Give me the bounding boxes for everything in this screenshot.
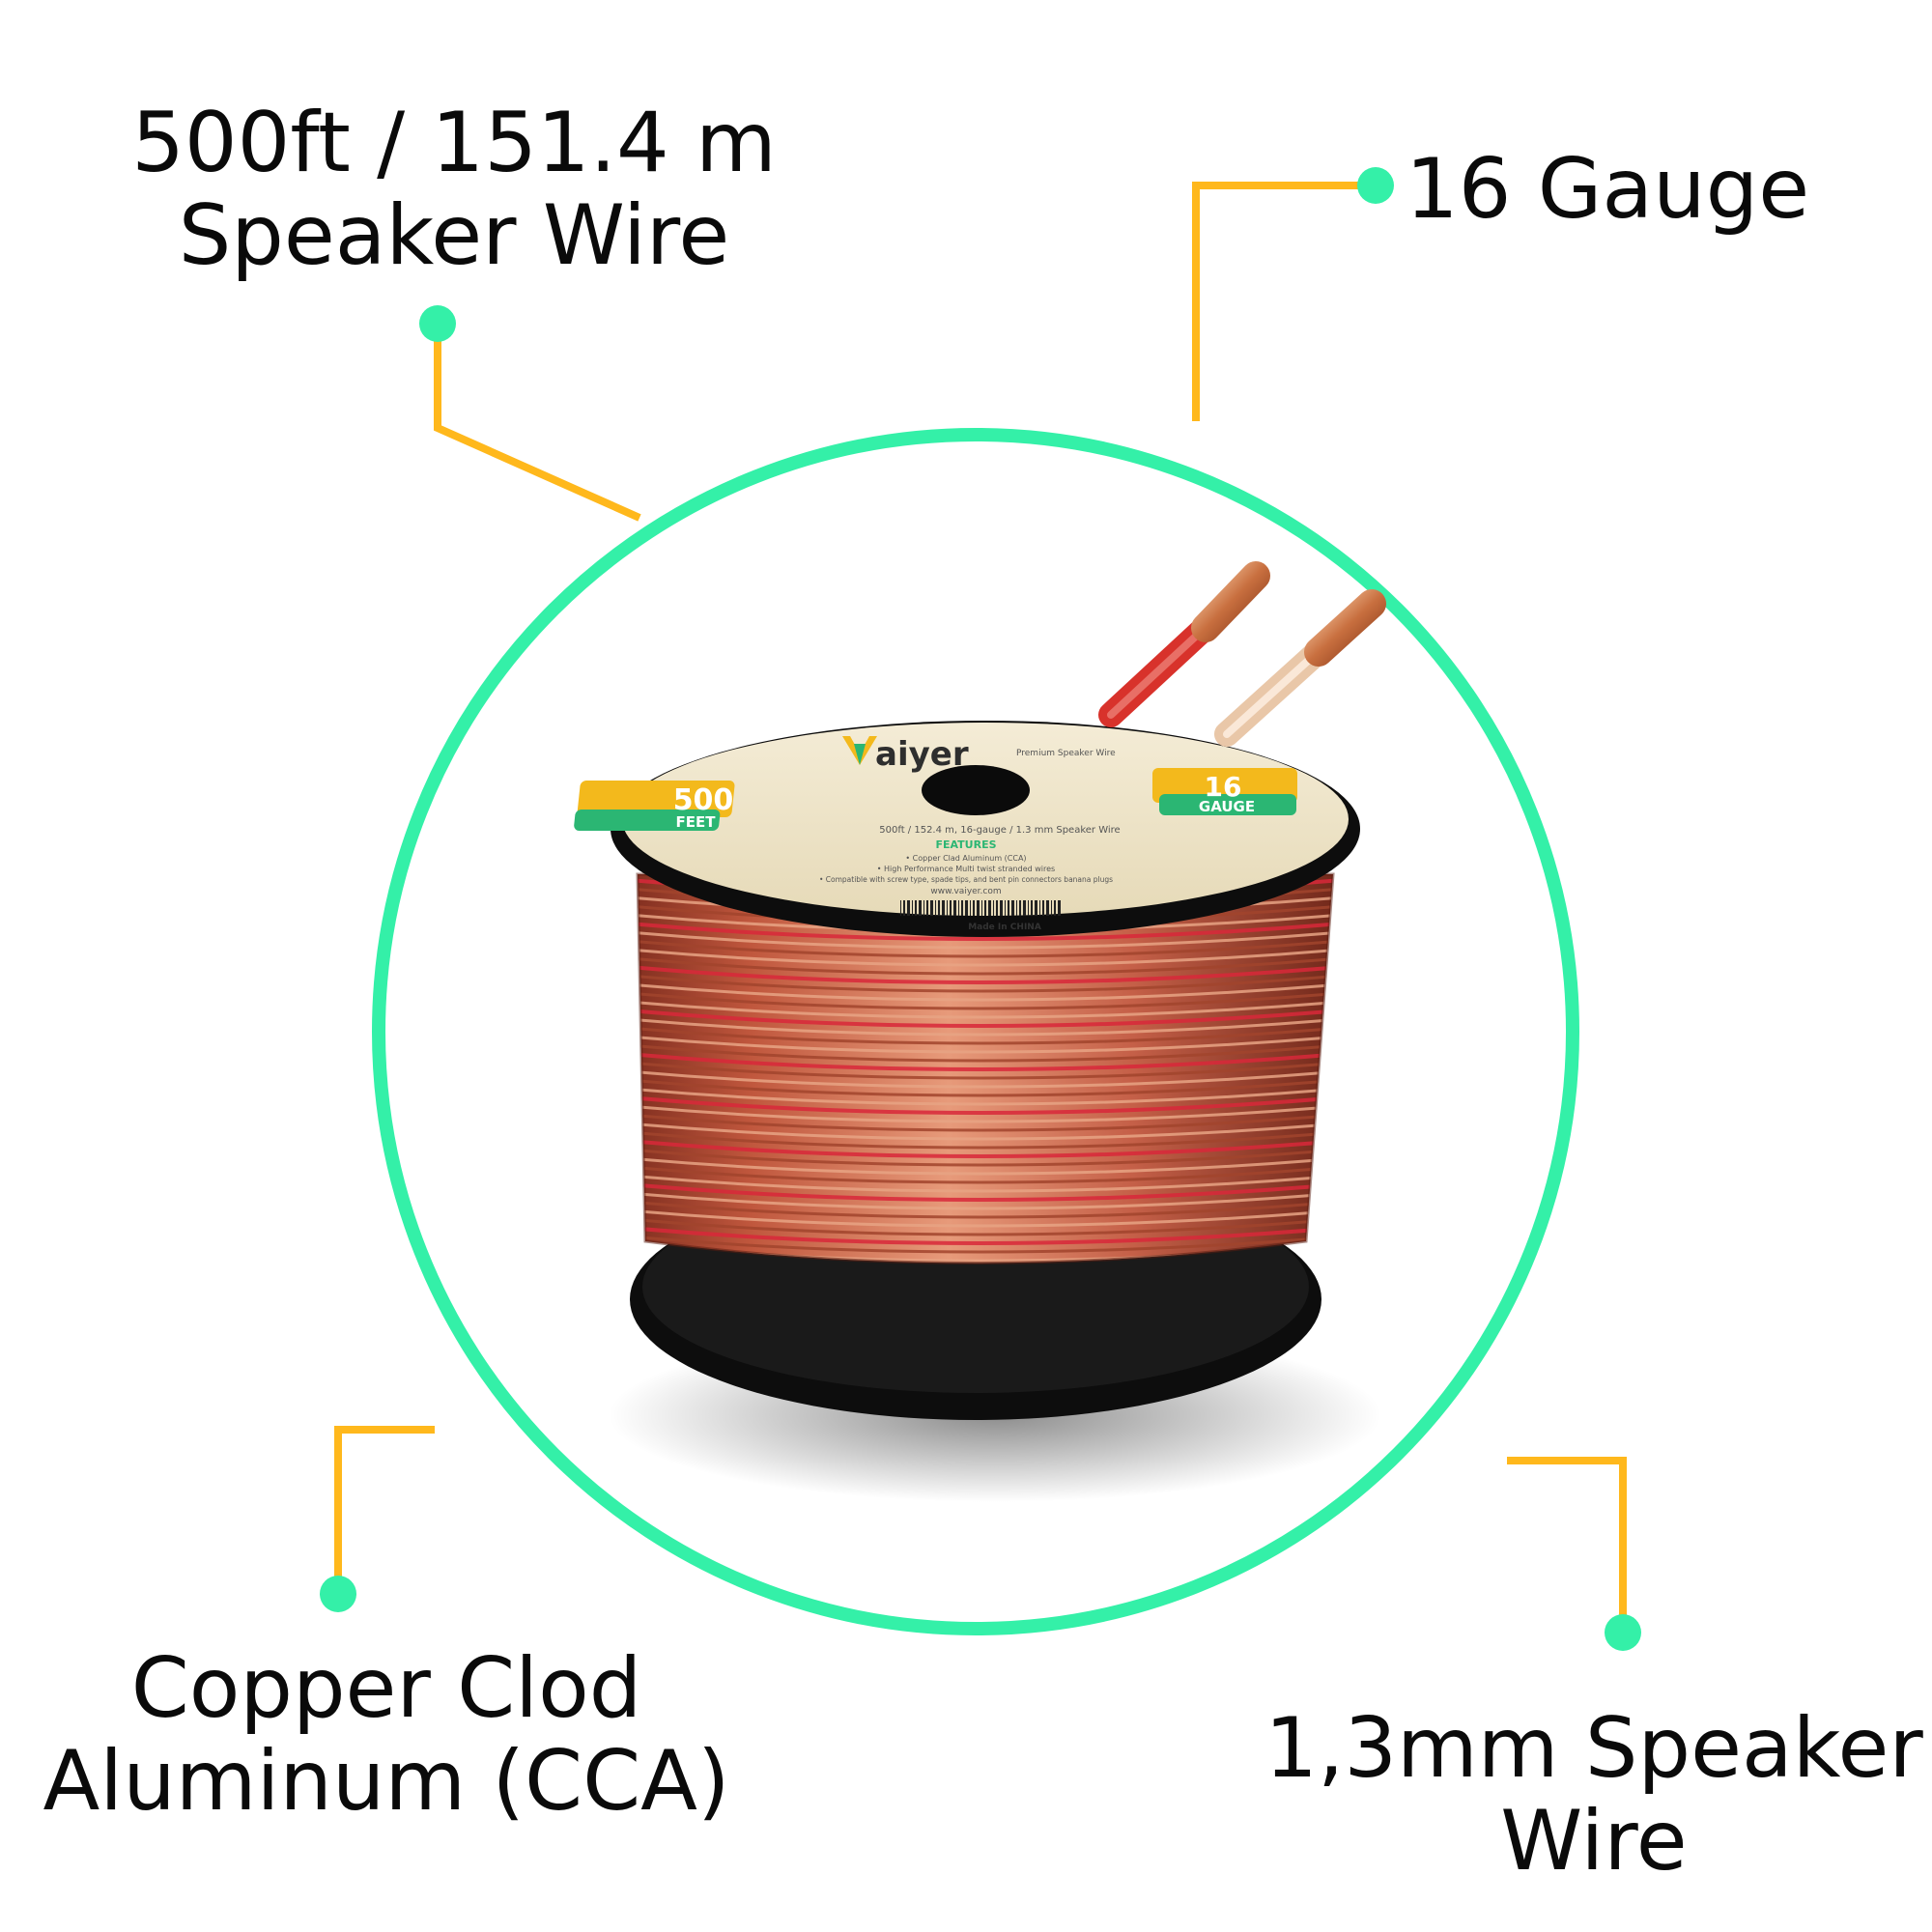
callout-length: 500ft / 151.4 m Speaker Wire [126,97,782,283]
brand-tagline: Premium Speaker Wire [1016,749,1116,758]
label-website: www.vaiyer.com [930,887,1001,896]
badge-right-unit: GAUGE [1199,798,1255,815]
callout-gauge: 16 Gauge [1406,141,1811,238]
callout-length-line1: 500ft / 151.4 m [131,95,777,191]
leader-line-diameter [1507,1457,1627,1633]
callout-dots [320,167,1641,1651]
brand-v-mark-icon [842,736,877,765]
dot-material [320,1576,356,1612]
badge-500-feet: 500 FEET [574,781,735,831]
wire-end-red [1098,561,1270,727]
badge-16-gauge: 16 GAUGE [1152,768,1297,815]
badge-left-unit: FEET [676,813,717,831]
wire-end-clear [1214,589,1386,747]
highlight-ring [372,428,1579,1635]
leader-line-gauge [1192,182,1376,421]
leader-lines [334,182,1627,1633]
callout-material: Copper Clod Aluminum (CCA) [39,1642,734,1829]
callout-gauge-line1: 16 Gauge [1406,141,1810,238]
label-made-in: Made In CHINA [968,923,1041,932]
dot-diameter [1605,1614,1641,1651]
callout-diameter-line2: Wire [1500,1793,1688,1890]
callout-diameter-line1: 1,3mm Speaker [1264,1700,1923,1797]
callout-length-line2: Speaker Wire [178,187,730,285]
label-feature-2: • High Performance Multi twist stranded … [877,865,1055,873]
brand-name: aiyer [875,735,969,774]
brand-logo: aiyer Premium Speaker Wire [842,735,1116,774]
speaker-wire-spool: 500 FEET 16 GAUGE aiyer Premium Speaker … [574,561,1386,1502]
dot-gauge [1357,167,1394,204]
barcode [900,900,1061,916]
label-feature-1: • Copper Clad Aluminum (CCA) [905,854,1026,863]
callout-material-line2: Aluminum (CCA) [43,1733,730,1831]
badge-right-number: 16 [1205,771,1242,803]
leader-line-length [434,324,641,522]
leader-line-material [334,1426,435,1594]
callout-diameter: 1,3mm Speaker Wire [1256,1702,1932,1889]
dot-length [419,305,456,342]
label-spec-line: 500ft / 152.4 m, 16-gauge / 1.3 mm Speak… [879,825,1120,836]
badge-left-number: 500 [673,783,734,817]
label-features-heading: FEATURES [935,838,996,851]
spool-center-hole [922,765,1030,815]
label-feature-3: • Compatible with screw type, spade tips… [819,875,1113,884]
callout-material-line1: Copper Clod [130,1640,642,1737]
